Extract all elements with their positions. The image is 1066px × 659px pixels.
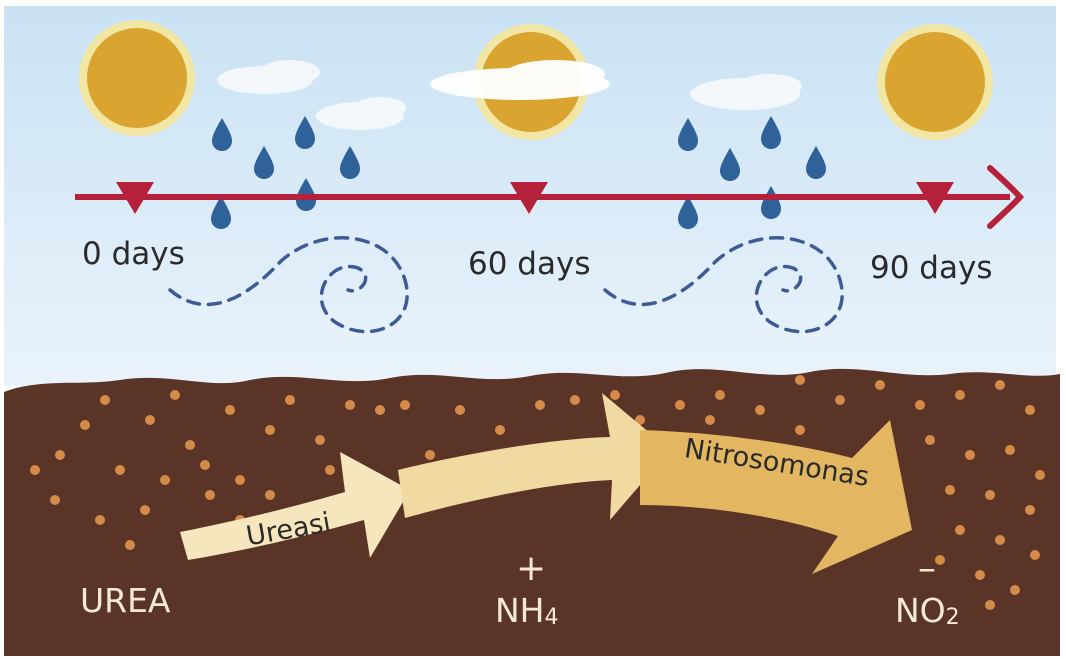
nitrosomonas-arrow (640, 420, 912, 574)
raindrop-icon (761, 116, 781, 149)
soil-particle (100, 395, 110, 405)
timeline-label-60-days: 60 days (468, 246, 590, 282)
soil-particle (1030, 550, 1040, 560)
raindrop-icon (761, 186, 781, 219)
raindrop-icon (720, 148, 740, 181)
soil-particle (1025, 405, 1035, 415)
soil-particle (115, 465, 125, 475)
marker-triangle-icon (916, 182, 954, 214)
soil-particle (495, 425, 505, 435)
timeline-label-90-days: 90 days (870, 250, 992, 286)
compound-label-urea: UREA (80, 581, 171, 620)
soil-particle (955, 525, 965, 535)
soil-particle (80, 420, 90, 430)
soil-particle (160, 475, 170, 485)
soil-particle (795, 425, 805, 435)
soil-particle (265, 490, 275, 500)
raindrop-icon (211, 196, 231, 229)
raindrop-icon (212, 118, 232, 151)
soil-particle (915, 400, 925, 410)
soil-particle (285, 395, 295, 405)
raindrop-icon (806, 146, 826, 179)
soil-particle (425, 450, 435, 460)
soil-particle (1005, 445, 1015, 455)
soil-particle (315, 435, 325, 445)
soil-particle (1025, 505, 1035, 515)
raindrop-icon (254, 146, 274, 179)
raindrop-icon (678, 118, 698, 151)
soil-particle (345, 400, 355, 410)
soil-particle (705, 415, 715, 425)
soil-particle (125, 540, 135, 550)
soil-particle (1035, 470, 1045, 480)
compound-charge-no2: – (918, 548, 936, 589)
soil-particle (265, 425, 275, 435)
cloud-icon (316, 97, 406, 130)
soil-particle (95, 515, 105, 525)
cloud-icon (690, 74, 802, 110)
soil-particle (755, 405, 765, 415)
soil-particle (795, 375, 805, 385)
soil-layer (4, 368, 1060, 656)
soil-particle (995, 535, 1005, 545)
cloud-icon (217, 60, 320, 94)
soil-particle (925, 435, 935, 445)
nh4-arrow (398, 393, 670, 520)
soil-particle (935, 555, 945, 565)
soil-particle (955, 390, 965, 400)
wind-swirl-icon (168, 236, 409, 334)
soil-particle (205, 490, 215, 500)
timeline-label-0-days: 0 days (82, 236, 185, 272)
soil-particle (965, 450, 975, 460)
no2-subscript: 2 (946, 605, 960, 630)
soil-particle (455, 405, 465, 415)
soil-particle (185, 440, 195, 450)
soil-particle (985, 490, 995, 500)
soil-particle (50, 495, 60, 505)
soil-particle (1010, 585, 1020, 595)
soil-particle (235, 475, 245, 485)
cloud-icon (430, 60, 610, 100)
compound-label-no2: NO2 (895, 591, 960, 630)
compound-label-nh4: NH4 (495, 591, 559, 630)
marker-triangle-icon (116, 182, 154, 214)
soil-particle (985, 600, 995, 610)
ureasi-arrow (180, 452, 410, 560)
raindrop-icon (295, 116, 315, 149)
soil-particle (975, 570, 985, 580)
soil-particle (325, 465, 335, 475)
soil-particle (610, 390, 620, 400)
marker-triangle-icon (510, 182, 548, 214)
soil-particle (55, 450, 65, 460)
soil-particle (570, 395, 580, 405)
raindrop-icon (678, 196, 698, 229)
soil-particle (715, 390, 725, 400)
soil-particle (145, 415, 155, 425)
nh4-symbol: NH (495, 591, 545, 630)
no2-symbol: NO (895, 591, 946, 630)
soil-particle (30, 465, 40, 475)
soil-particle (375, 405, 385, 415)
soil-particle (140, 505, 150, 515)
sun-icon (79, 20, 195, 136)
soil-particle (400, 400, 410, 410)
sun-icon (877, 24, 993, 140)
soil-particle (200, 460, 210, 470)
soil-particle (170, 390, 180, 400)
soil-particle (945, 485, 955, 495)
soil-particle (225, 405, 235, 415)
timeline (75, 165, 1024, 229)
soil-particle (635, 415, 645, 425)
soil-particle (675, 400, 685, 410)
nh4-subscript: 4 (545, 605, 559, 630)
soil-particle (875, 380, 885, 390)
soil-particle (835, 395, 845, 405)
soil-particle (535, 400, 545, 410)
raindrop-icon (340, 146, 360, 179)
wind-swirl-icon (603, 236, 844, 334)
soil-particle (995, 380, 1005, 390)
compound-charge-nh4: + (516, 548, 546, 589)
